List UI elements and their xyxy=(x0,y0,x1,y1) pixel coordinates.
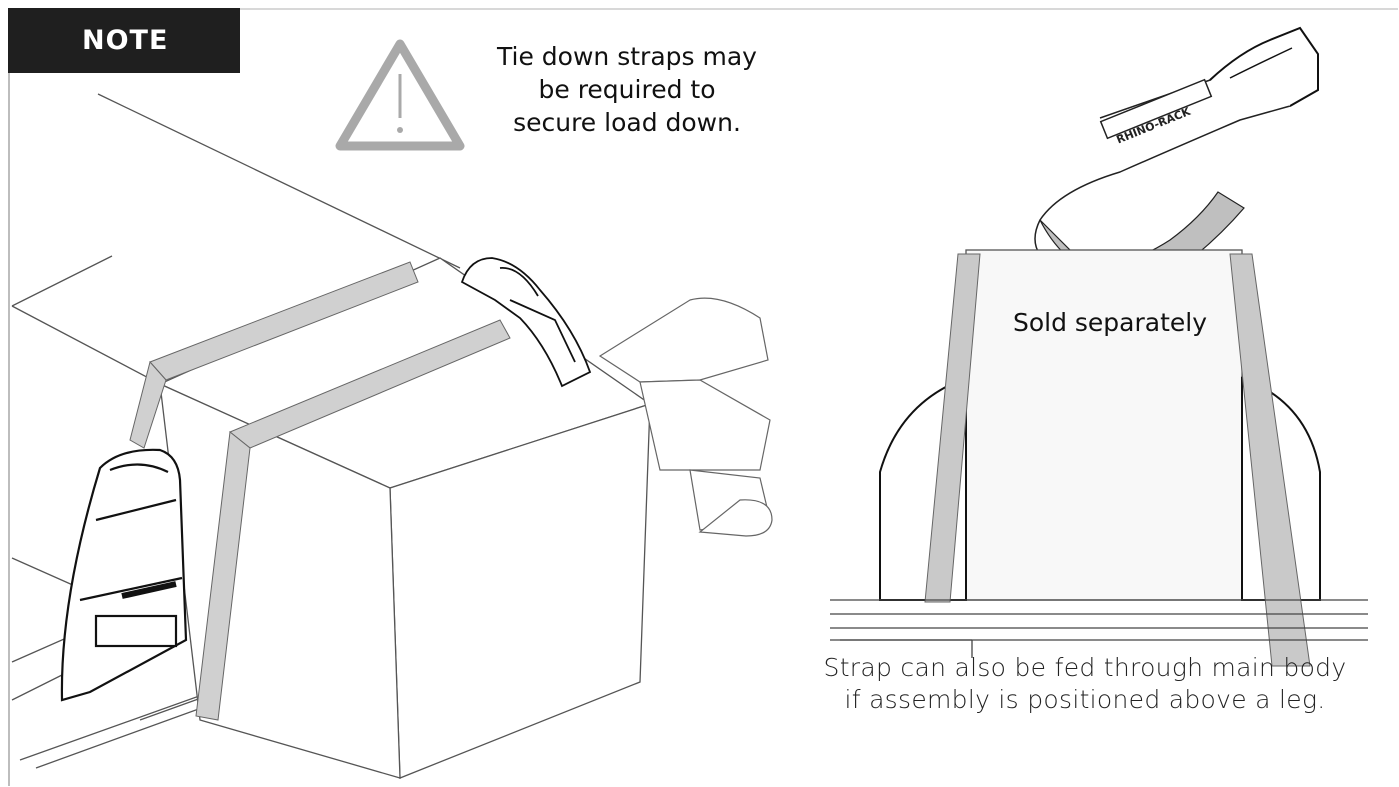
caption-line: if assembly is positioned above a leg. xyxy=(844,685,1326,714)
load-edge-line xyxy=(11,305,161,385)
detail-load-box xyxy=(965,249,1243,601)
note-badge: NOTE xyxy=(8,8,240,73)
strap-product-illustration: RHINO-RACK xyxy=(1034,26,1319,281)
rear-crossbar xyxy=(598,297,773,537)
front-load-stop xyxy=(60,448,188,702)
detail-illustration xyxy=(830,249,1368,667)
warning-line: secure load down. xyxy=(513,108,741,137)
detail-strap-right xyxy=(1229,253,1311,667)
warning-triangle-icon xyxy=(335,39,465,151)
strap-front xyxy=(129,261,511,721)
warning-line: Tie down straps may xyxy=(497,42,757,71)
detail-caption: Strap can also be fed through main body … xyxy=(790,652,1380,716)
caption-line: Strap can also be fed through main body xyxy=(823,653,1347,682)
load-edge-line xyxy=(97,93,461,269)
detail-strap-left xyxy=(924,253,981,603)
warning-text: Tie down straps may be required to secur… xyxy=(452,40,802,139)
rear-load-stop xyxy=(460,257,592,388)
page-frame xyxy=(8,8,1398,786)
sold-separately-label: Sold separately xyxy=(1012,308,1208,337)
warning-line: be required to xyxy=(538,75,716,104)
